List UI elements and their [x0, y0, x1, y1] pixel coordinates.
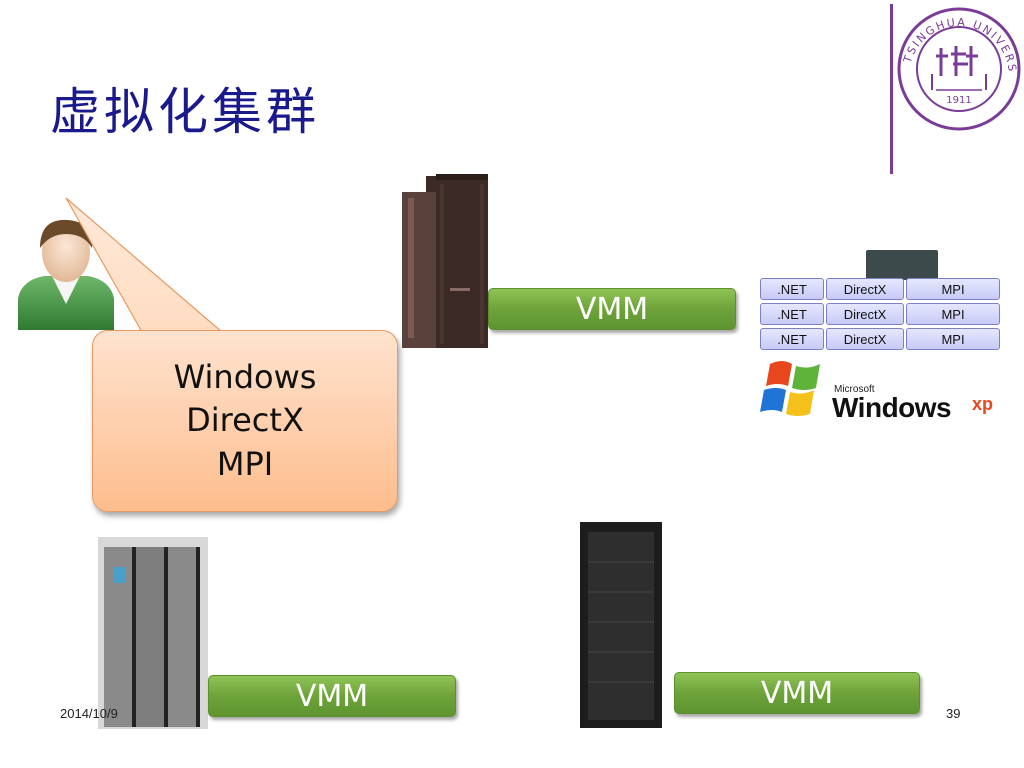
- stack-cell-directx: DirectX: [826, 328, 904, 350]
- software-stack-grid: .NET DirectX MPI .NET DirectX MPI .NET D…: [760, 278, 1000, 358]
- logo-divider: [890, 4, 893, 174]
- windows-flag-icon: [760, 361, 820, 416]
- bubble-line-mpi: MPI: [216, 444, 274, 483]
- windows-logo-text: Windows: [832, 392, 952, 423]
- vmm-button-top: VMM: [488, 288, 736, 330]
- page-title: 虚拟化集群: [50, 83, 320, 141]
- footer-date: 2014/10/9: [60, 706, 118, 721]
- cluster-server-image: [98, 537, 208, 729]
- user-icon: [14, 212, 118, 330]
- rack-server-image: [866, 250, 938, 280]
- university-logo: TSINGHUA UNIVERSITY 1911: [891, 0, 1022, 132]
- stack-cell-directx: DirectX: [826, 303, 904, 325]
- stack-cell-mpi: MPI: [906, 303, 1000, 325]
- windows-logo-brand: Microsoft: [834, 384, 875, 395]
- stack-cell-net: .NET: [760, 328, 824, 350]
- page-number: 39: [946, 706, 961, 721]
- windows-xp-logo: Microsoft Windows xp: [760, 354, 1010, 426]
- stack-cell-net: .NET: [760, 303, 824, 325]
- bubble-line-windows: Windows: [173, 358, 317, 397]
- bubble-line-directx: DirectX: [186, 401, 304, 440]
- speech-bubble-tail: [65, 197, 224, 333]
- speech-bubble: Windows DirectX MPI: [92, 330, 398, 512]
- logo-year: 1911: [946, 95, 971, 106]
- vmm-button-bottom-right: VMM: [674, 672, 920, 714]
- vmm-button-bottom-left: VMM: [208, 675, 456, 717]
- windows-logo-suffix: xp: [972, 394, 994, 414]
- stack-cell-net: .NET: [760, 278, 824, 300]
- mainframe-server-image: [400, 168, 492, 350]
- stack-cell-mpi: MPI: [906, 278, 1000, 300]
- stack-cell-mpi: MPI: [906, 328, 1000, 350]
- stack-cell-directx: DirectX: [826, 278, 904, 300]
- rack-cabinet-image: [580, 522, 662, 728]
